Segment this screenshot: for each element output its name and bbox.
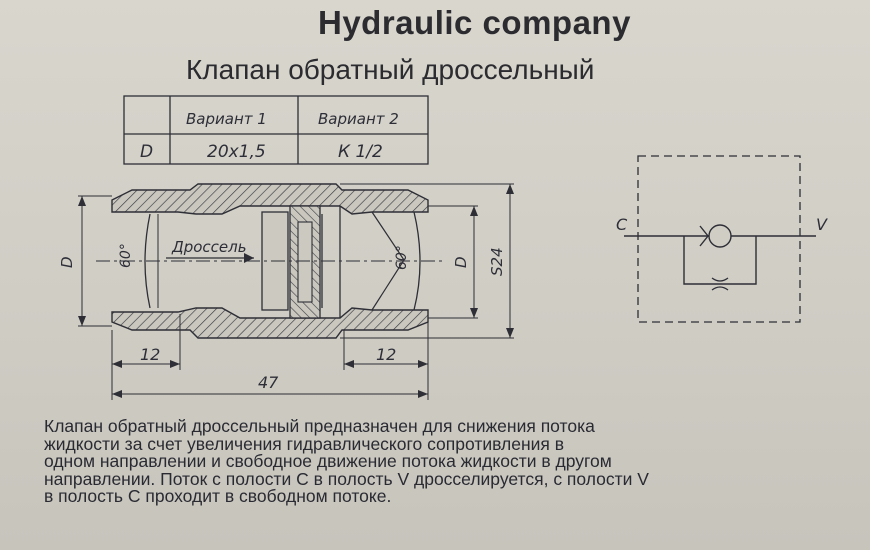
dimension-arrowheads <box>78 184 514 398</box>
valve-body-section: Дроссель 60° 60° <box>96 183 446 339</box>
description-line: одном направлении и свободное движение п… <box>44 451 612 471</box>
hydraulic-schematic <box>624 155 816 323</box>
description-line: в полость С проходит в свободном потоке. <box>44 486 392 506</box>
table-cell-variant-2: К 1/2 <box>338 142 383 162</box>
throttle-restriction-icon <box>711 277 729 291</box>
table-header-variant-2: Вариант 2 <box>318 110 399 128</box>
throttle-label: Дроссель <box>171 238 247 256</box>
description-text: Клапан обратный дроссельный предназначен… <box>44 416 844 506</box>
left-length-label: 12 <box>140 345 160 364</box>
port-c-label: C <box>616 215 628 234</box>
check-valve-seat-icon <box>699 225 709 247</box>
port-v-label: V <box>816 215 828 234</box>
arrow-icon <box>244 253 254 263</box>
variant-table <box>123 95 429 165</box>
table-border <box>123 95 429 165</box>
description-line: направлении. Поток с полости С в полость… <box>44 468 649 489</box>
throttle-branch-line <box>683 236 757 285</box>
check-valve-ball-icon <box>708 224 732 248</box>
schematic-boundary <box>637 155 801 323</box>
left-cone-curve <box>144 213 151 309</box>
right-angle-label: 60° <box>394 245 410 270</box>
description-line: жидкости за счет увеличения гидравлическ… <box>44 433 565 454</box>
table-header-variant-1: Вариант 1 <box>186 110 267 128</box>
table-row-label: D <box>140 142 153 162</box>
left-angle-label: 60° <box>118 243 134 268</box>
left-diameter-label: D <box>58 256 76 268</box>
table-cell-variant-1: 20х1,5 <box>207 142 266 162</box>
right-length-label: 12 <box>376 345 396 364</box>
total-length-label: 47 <box>258 373 279 392</box>
company-name: Hydraulic company <box>318 4 631 41</box>
lower-wall-hatch <box>111 307 429 339</box>
dimension-lines <box>78 183 514 400</box>
right-cone-lines <box>371 211 405 311</box>
valve-technical-drawing: Вариант 1 Вариант 2 D 20х1,5 К 1/2 <box>58 95 828 400</box>
upper-wall-hatch <box>111 183 429 215</box>
right-cone-curve <box>413 211 421 311</box>
outer-size-label: S24 <box>488 247 506 276</box>
document-title: Клапан обратный дроссельный <box>186 54 595 85</box>
right-diameter-label: D <box>452 256 470 268</box>
description-line: Клапан обратный дроссельный предназначен… <box>44 416 595 436</box>
check-ball-seat <box>297 221 313 303</box>
